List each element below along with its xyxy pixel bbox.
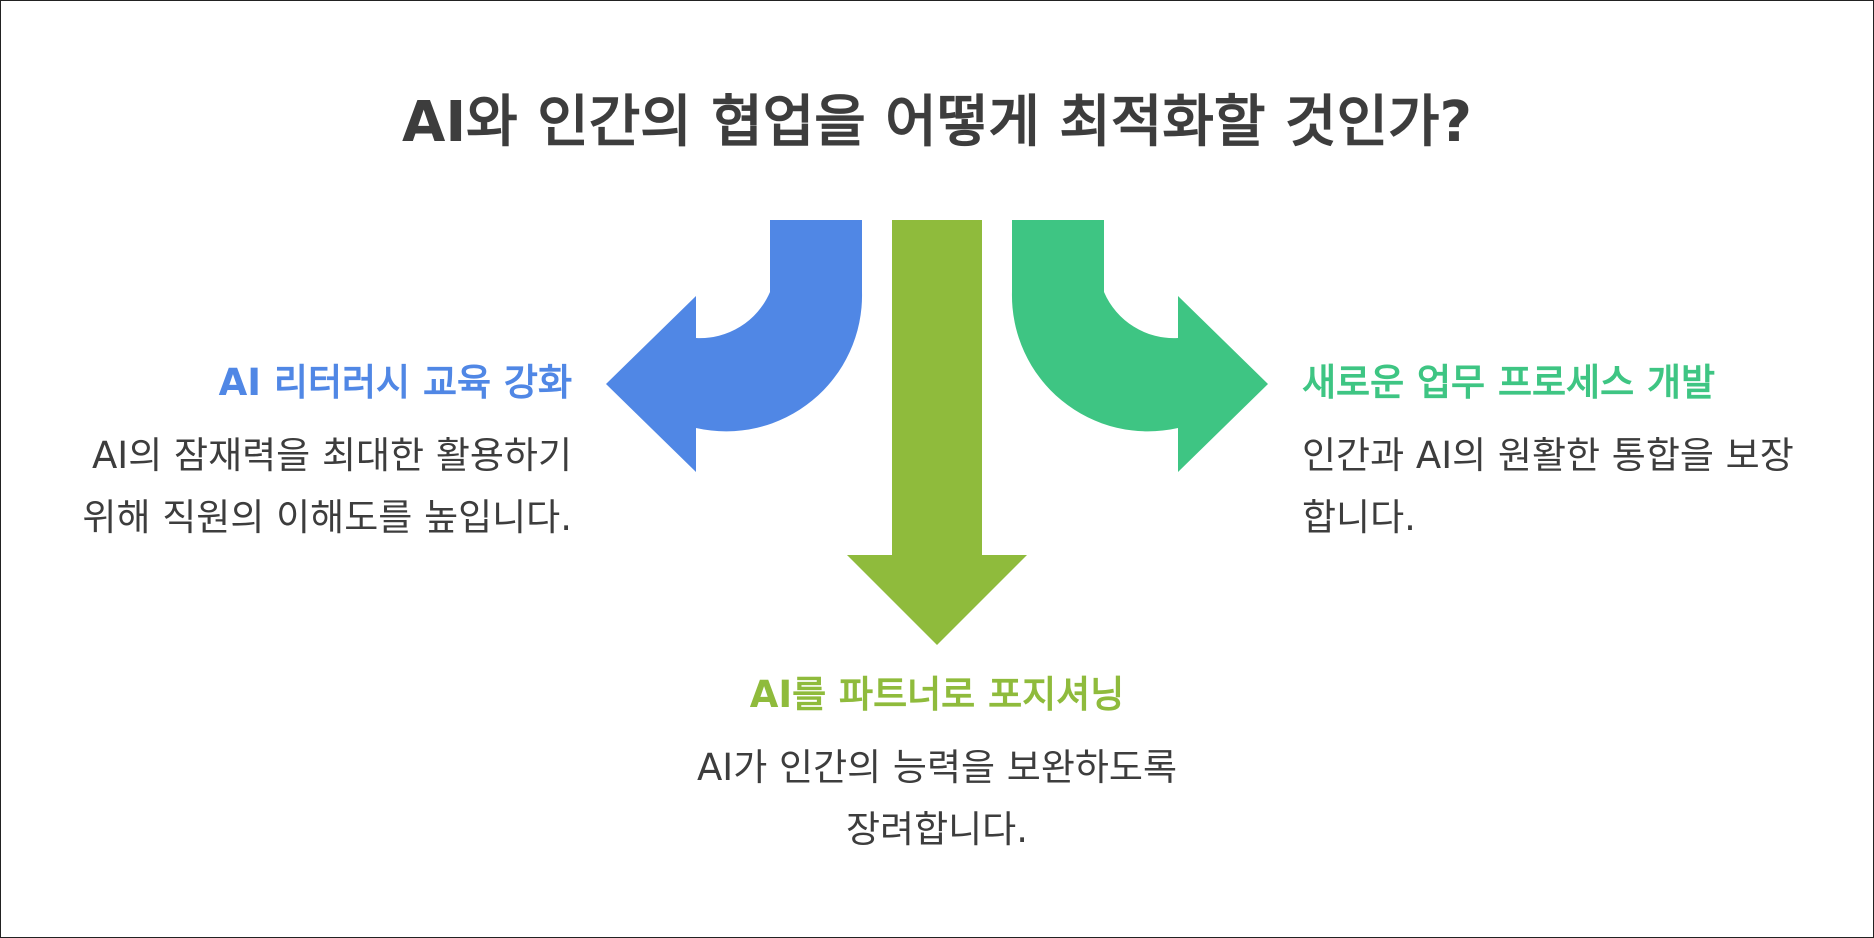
right-option-description-line: 합니다. bbox=[1302, 496, 1416, 539]
left-option-description: AI의 잠재력을 최대한 활용하기 위해 직원의 이해도를 높입니다. bbox=[82, 425, 572, 549]
left-option-heading: AI 리터러시 교육 강화 bbox=[218, 361, 572, 404]
right-curved-arrow bbox=[1011, 220, 1268, 472]
left-curved-arrow bbox=[606, 220, 863, 472]
right-option-heading: 새로운 업무 프로세스 개발 bbox=[1302, 361, 1716, 404]
center-option-description: AI가 인간의 능력을 보완하도록 장려합니다. bbox=[0, 737, 1874, 861]
center-option-description-line: AI가 인간의 능력을 보완하도록 bbox=[697, 746, 1177, 789]
center-down-arrow bbox=[847, 220, 1027, 645]
diagram-title: AI와 인간의 협업을 어떻게 최적화할 것인가? bbox=[402, 90, 1472, 155]
left-option-description-line: 위해 직원의 이해도를 높입니다. bbox=[82, 496, 572, 539]
center-option-description-line: 장려합니다. bbox=[846, 808, 1028, 851]
left-option-description-line: AI의 잠재력을 최대한 활용하기 bbox=[92, 434, 572, 477]
right-option-description-line: 인간과 AI의 원활한 통합을 보장 bbox=[1302, 434, 1794, 477]
center-option-heading: AI를 파트너로 포지셔닝 bbox=[749, 673, 1125, 716]
right-option-description: 인간과 AI의 원활한 통합을 보장 합니다. bbox=[1302, 425, 1794, 549]
